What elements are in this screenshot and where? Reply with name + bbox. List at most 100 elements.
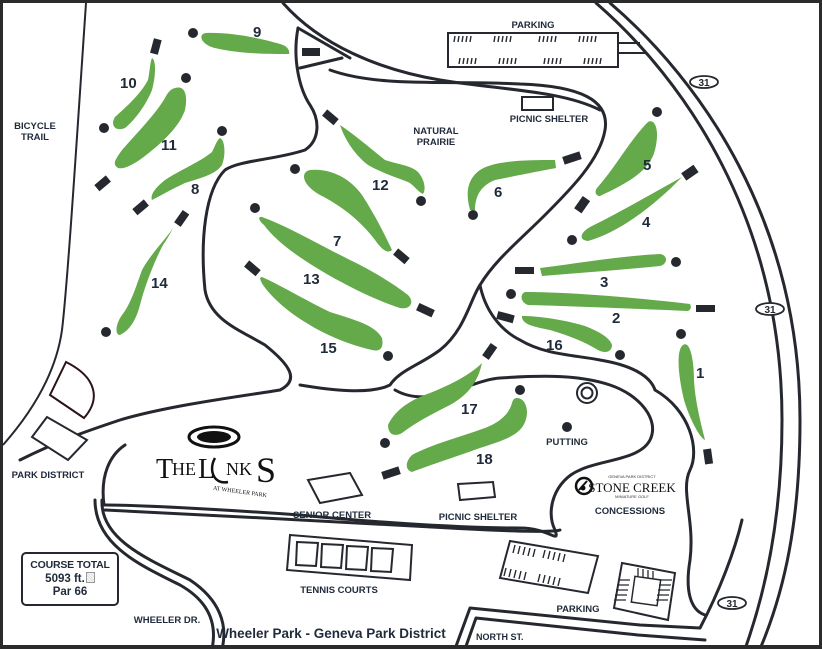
hole-4[interactable]: [567, 164, 699, 245]
natural-prairie-label-2: PRAIRIE: [417, 137, 456, 148]
parking-lot-top: [447, 32, 645, 68]
hole-3[interactable]: [515, 254, 681, 276]
hole-14[interactable]: [101, 209, 190, 337]
north-st-road-outer: [454, 518, 744, 645]
parking-lot-bottom-2: [612, 561, 677, 622]
route-31-label: 31: [698, 78, 710, 89]
senior-center-building: [306, 471, 364, 505]
tennis-courts-label: TENNIS COURTS: [300, 585, 378, 596]
park-district-building-1: [48, 360, 95, 420]
tennis-courts-building: [285, 533, 414, 582]
picnic-shelter-bottom-building: [456, 480, 497, 502]
hole-number-4: 4: [642, 214, 651, 231]
path-east-loop: [478, 283, 657, 392]
route-31-marker-3: 31: [717, 596, 747, 610]
road-south-boundary: [103, 508, 562, 533]
hole-9[interactable]: [188, 28, 320, 56]
svg-text:MINIATURE GOLF: MINIATURE GOLF: [615, 494, 649, 499]
hole-5[interactable]: [574, 107, 662, 214]
hole-number-14: 14: [151, 275, 168, 292]
path-south-loop: [103, 374, 655, 538]
course-total-distance: 5093 ft.: [23, 572, 117, 585]
senior-center-label: SENIOR CENTER: [293, 510, 371, 521]
picnic-shelter-top-label: PICNIC SHELTER: [510, 114, 589, 125]
wheeler-dr-road-outer: [100, 443, 226, 645]
highway-31-road-inner: [594, 3, 784, 645]
bicycle-trail-path: [3, 3, 87, 446]
hole-number-15: 15: [320, 340, 337, 357]
course-total-par: Par 66: [52, 586, 88, 598]
route-31-label: 31: [726, 599, 738, 610]
bicycle-trail-label-2: TRAIL: [21, 132, 49, 143]
route-31-marker-2: 31: [755, 302, 785, 316]
highway-31-road-outer: [608, 3, 802, 645]
svg-text:S: S: [256, 450, 276, 490]
hole-number-9: 9: [253, 24, 261, 41]
course-map-svg: 31 31 31: [3, 3, 802, 645]
hole-number-2: 2: [612, 310, 620, 327]
hole-17[interactable]: [380, 342, 498, 448]
north-st-label: NORTH ST.: [476, 632, 524, 642]
park-district-label: PARK DISTRICT: [12, 470, 85, 481]
hole-number-17: 17: [461, 401, 478, 418]
parking-lot-bottom-1: [498, 539, 600, 595]
svg-text:GENEVA PARK DISTRICT: GENEVA PARK DISTRICT: [608, 474, 656, 479]
hole-11[interactable]: [94, 73, 191, 192]
wheeler-dr-label: WHEELER DR.: [134, 615, 201, 626]
putting-green-icon: [576, 382, 598, 404]
hole-number-8: 8: [191, 181, 199, 198]
hole-number-10: 10: [120, 75, 137, 92]
hole-number-1: 1: [696, 365, 704, 382]
path-9-spur-2: [298, 56, 344, 70]
north-st-road-inner: [464, 616, 707, 645]
putting-label: PUTTING: [546, 437, 588, 448]
hole-10[interactable]: [99, 38, 162, 133]
path-prairie-loop: [298, 68, 608, 393]
map-title: Wheeler Park - Geneva Park District: [216, 626, 446, 641]
course-total-heading: COURSE TOTAL: [30, 559, 110, 571]
hole-15[interactable]: [244, 260, 393, 361]
park-district-building-2: [30, 415, 89, 462]
svg-text:NK: NK: [226, 459, 252, 479]
hole-number-13: 13: [303, 271, 320, 288]
parking-top-label: PARKING: [511, 20, 554, 31]
parking-bottom-label: PARKING: [556, 604, 599, 615]
hole-18[interactable]: [381, 385, 528, 480]
route-31-marker-1: 31: [689, 75, 719, 89]
hole-6[interactable]: [467, 151, 582, 220]
wheeler-dr-road-inner: [93, 498, 215, 645]
the-links-logo: T HE L NK S AT WHEELER PARK: [156, 425, 276, 499]
picnic-shelter-bottom-label: PICNIC SHELTER: [439, 512, 518, 523]
hole-number-5: 5: [643, 157, 651, 174]
hole-8[interactable]: [132, 126, 227, 216]
hole-number-18: 18: [476, 451, 493, 468]
course-total-box: COURSE TOTAL 5093 ft. Par 66: [21, 552, 119, 606]
hole-2[interactable]: [506, 289, 715, 312]
course-distance-value: 5093 ft.: [45, 573, 85, 585]
hole-number-7: 7: [333, 233, 341, 250]
hole-number-3: 3: [600, 274, 608, 291]
natural-prairie-label-1: NATURAL: [413, 126, 458, 137]
path-north-loop: [18, 26, 319, 462]
putting-cup: [562, 422, 572, 432]
hole-16[interactable]: [496, 311, 625, 360]
stone-creek-logo: GENEVA PARK DISTRICT STONE CREEK MINIATU…: [574, 474, 676, 499]
hole-13[interactable]: [250, 203, 435, 318]
path-concessions-loop: [653, 388, 707, 617]
hole-number-16: 16: [546, 337, 563, 354]
svg-text:STONE CREEK: STONE CREEK: [588, 480, 676, 495]
hole-7[interactable]: [290, 164, 410, 265]
svg-text:HE: HE: [172, 459, 196, 479]
route-31-label: 31: [764, 305, 776, 316]
hole-number-6: 6: [494, 184, 502, 201]
hole-1[interactable]: [676, 329, 714, 465]
hole-number-11: 11: [161, 137, 177, 154]
hole-number-12: 12: [372, 177, 389, 194]
concessions-label: CONCESSIONS: [595, 506, 665, 517]
hole-12[interactable]: [322, 109, 426, 206]
course-map: 31 31 31: [3, 3, 819, 645]
path-top-arc: [281, 3, 602, 112]
path-9-spur-1: [296, 26, 352, 60]
missing-glyph-icon: [85, 572, 95, 583]
picnic-shelter-top-building: [521, 96, 554, 111]
